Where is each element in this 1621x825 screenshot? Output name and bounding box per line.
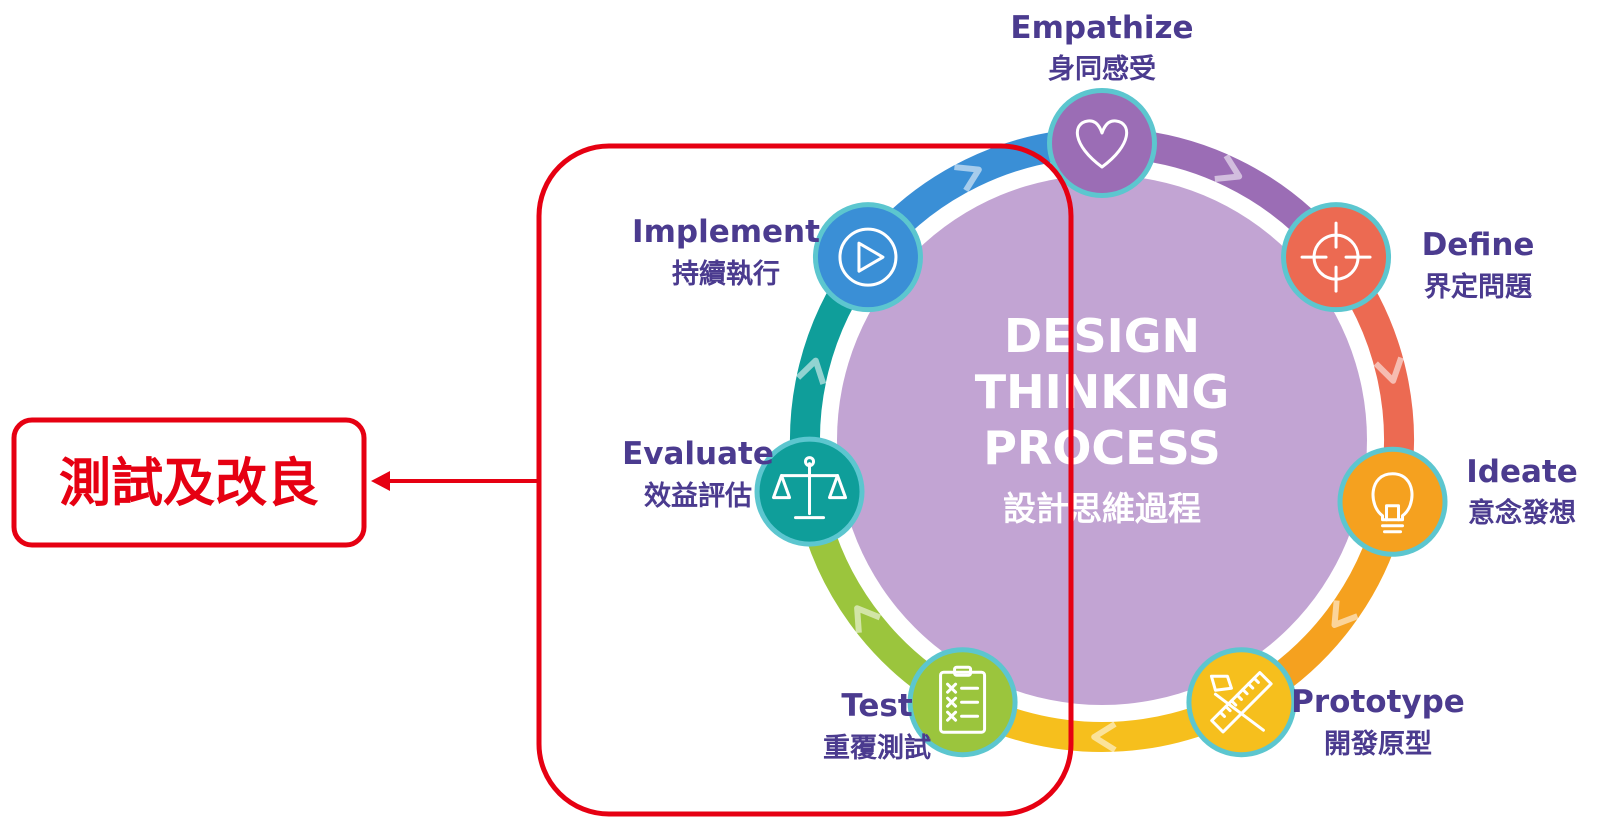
stage-badge-prototype — [1186, 647, 1297, 758]
callout-arrow — [371, 471, 539, 491]
ring-chevron-define — [1373, 356, 1404, 384]
center-disc — [837, 175, 1367, 705]
stage-badge-implement — [812, 202, 923, 313]
play-icon — [838, 227, 898, 287]
stage-badge-ideate — [1337, 446, 1448, 557]
callout-text: 測試及改良 — [59, 454, 319, 514]
center-title-line-2: THINKING — [975, 365, 1230, 419]
lightbulb-icon — [1371, 472, 1414, 534]
stage-badges — [754, 88, 1448, 758]
ring-chevron-test — [854, 605, 882, 633]
stage-sublabel-ideate: 意念發想 — [1468, 497, 1576, 529]
callout-box — [11, 417, 367, 548]
ring-chevron-implement — [954, 164, 982, 193]
stage-label-test: Test — [841, 688, 913, 724]
stage-label-ideate: Ideate — [1466, 454, 1578, 490]
center-subtitle: 設計思維過程 — [1003, 489, 1201, 528]
stage-sublabel-empathize: 身同感受 — [1048, 53, 1156, 85]
stage-label-implement: Implement — [632, 214, 820, 250]
stage-labels: Empathize 身同感受 Define 界定問題 Ideate 意念發想 P… — [622, 10, 1578, 764]
stage-sublabel-define: 界定問題 — [1424, 271, 1533, 303]
stage-badge-test — [907, 647, 1018, 758]
stage-sublabel-implement: 持續執行 — [672, 258, 780, 290]
scales-icon — [772, 456, 848, 520]
stage-label-empathize: Empathize — [1010, 10, 1193, 46]
stage-badge-empathize — [1047, 88, 1157, 198]
stage-badge-define — [1281, 202, 1392, 313]
checklist-icon — [939, 665, 987, 734]
center-title-line-3: PROCESS — [983, 421, 1221, 475]
center-title: DESIGN THINKING PROCESS 設計思維過程 — [975, 309, 1230, 528]
crosshair-icon — [1300, 221, 1372, 293]
stage-label-prototype: Prototype — [1291, 684, 1465, 720]
ring-chevron-evaluate — [795, 357, 827, 385]
stage-badge-evaluate — [754, 436, 865, 547]
stage-label-evaluate: Evaluate — [622, 436, 774, 472]
ruler-hammer-icon — [1209, 671, 1273, 734]
ring-chevron-prototype — [1091, 721, 1117, 753]
stage-sublabel-test: 重覆測試 — [823, 732, 931, 764]
ring-chevron-ideate — [1331, 600, 1359, 628]
heart-icon — [1075, 119, 1129, 169]
stage-label-define: Define — [1422, 227, 1535, 263]
ring-chevron-empathize — [1214, 154, 1243, 183]
stage-sublabel-evaluate: 效益評估 — [644, 480, 752, 512]
stage-sublabel-prototype: 開發原型 — [1324, 729, 1432, 760]
center-title-line-1: DESIGN — [1004, 309, 1200, 363]
